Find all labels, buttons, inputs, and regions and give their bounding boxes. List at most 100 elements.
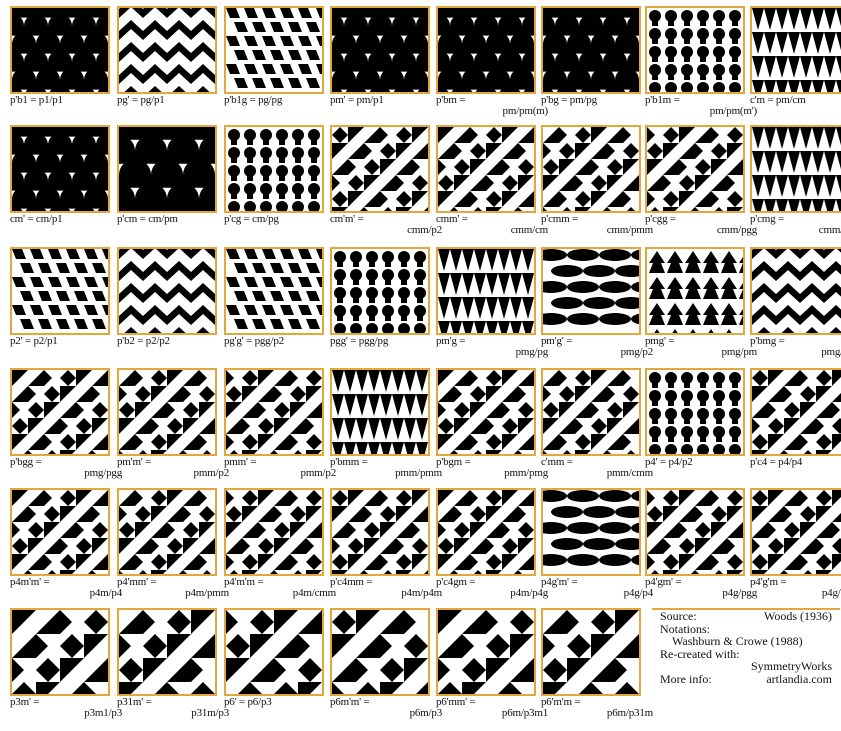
pattern-tile: [10, 368, 110, 456]
pattern-image: [752, 370, 841, 454]
pattern-label: pmm' =pmm/p2: [224, 457, 336, 485]
pattern-image: [438, 610, 534, 694]
pattern-label: cm' = cm/p1: [10, 214, 122, 242]
pattern-image: [119, 8, 215, 92]
more-info-value: artlandia.com: [766, 673, 832, 686]
pattern-tile: [330, 368, 430, 456]
pattern-label-line2: pm/pm(m): [436, 106, 548, 117]
pattern-image: [226, 490, 322, 574]
pattern-label: pm'g =pmg/pg: [436, 336, 548, 364]
pattern-cell: p'bg = pm/pg: [541, 6, 641, 122]
pattern-tile: [224, 368, 324, 456]
pattern-label: p'c4gm =p4m/p4g: [436, 577, 548, 605]
pattern-image: [438, 127, 534, 211]
pattern-label: p'c4 = p4/p4: [750, 457, 841, 485]
pattern-label: p'b1 = p1/p1: [10, 95, 122, 123]
pattern-label: p6'm'm =p6m/p31m: [541, 697, 653, 725]
pattern-image: [332, 249, 428, 333]
pattern-cell: p6'mm' =p6m/p3m1: [436, 608, 536, 724]
pattern-tile: [330, 6, 430, 94]
pattern-cell: p4'mm' =p4m/pmm: [117, 488, 217, 604]
pattern-image: [543, 610, 639, 694]
pattern-label-line1: pg'g' = pgg/p2: [224, 336, 336, 347]
pattern-image: [12, 8, 108, 92]
pattern-label: pm'm' =pmm/p2: [117, 457, 229, 485]
pattern-tile: [750, 247, 841, 335]
pattern-label: p'b1g = pg/pg: [224, 95, 336, 123]
pattern-tile: [10, 125, 110, 213]
pattern-cell: pm' = pm/p1: [330, 6, 430, 122]
pattern-label-line1: cm' = cm/p1: [10, 214, 122, 225]
pattern-label-line2: p3m1/p3: [10, 708, 122, 719]
pattern-cell: p'b1g = pg/pg: [224, 6, 324, 122]
notations-value: Washburn & Crowe (1988): [672, 635, 803, 648]
pattern-label: p'cg = cm/pg: [224, 214, 336, 242]
pattern-tile: [541, 247, 641, 335]
pattern-label-line2: p6m/p31m: [541, 708, 653, 719]
pattern-tile: [645, 247, 745, 335]
pattern-tile: [224, 488, 324, 576]
pattern-cell: p'cm = cm/pm: [117, 125, 217, 241]
pattern-label-line2: p31m/p3: [117, 708, 229, 719]
pattern-label-line1: c'm = pm/cm: [750, 95, 841, 106]
pattern-tile: [224, 125, 324, 213]
pattern-tile: [645, 368, 745, 456]
recreated-value: SymmetryWorks: [751, 660, 832, 673]
pattern-label: cmm' =cmm/cm: [436, 214, 548, 242]
pattern-image: [647, 370, 743, 454]
pattern-cell: p'bgg =pmg/pgg: [10, 368, 110, 484]
pattern-image: [438, 249, 534, 333]
pattern-label: p'cm = cm/pm: [117, 214, 229, 242]
pattern-label-line1: p6' = p6/p3: [224, 697, 336, 708]
pattern-image: [119, 370, 215, 454]
pattern-label: p'cgg =cmm/pgg: [645, 214, 757, 242]
pattern-tile: [541, 488, 641, 576]
pattern-tile: [436, 488, 536, 576]
pattern-label: pmg' =pmg/pm: [645, 336, 757, 364]
pattern-tile: [330, 608, 430, 696]
pattern-cell: p'bgm =pmm/pmg: [436, 368, 536, 484]
pattern-label-line1: pg' = pg/p1: [117, 95, 229, 106]
pattern-tile: [224, 608, 324, 696]
pattern-cell: p31m' =p31m/p3: [117, 608, 217, 724]
pattern-image: [12, 370, 108, 454]
pattern-cell: p'b1 = p1/p1: [10, 6, 110, 122]
pattern-label-line2: p4g/pgg: [645, 588, 757, 599]
pattern-label-line2: pmm/cmm: [541, 468, 653, 479]
pattern-image: [647, 8, 743, 92]
pattern-cell: p4'm'm =p4m/cmm: [224, 488, 324, 604]
pattern-image: [332, 490, 428, 574]
pattern-image: [543, 127, 639, 211]
pattern-label-line2: p4m/cmm: [224, 588, 336, 599]
pattern-image: [752, 8, 841, 92]
pattern-image: [543, 8, 639, 92]
pattern-label-line2: cmm/cm: [436, 225, 548, 236]
credits-box: Source:Woods (1936) Notations: Washburn …: [652, 608, 840, 730]
pattern-label: p4m'm' =p4m/p4: [10, 577, 122, 605]
pattern-label: p3m' =p3m1/p3: [10, 697, 122, 725]
pattern-label-line2: cmm/p2: [330, 225, 442, 236]
pattern-image: [226, 370, 322, 454]
pattern-label: pm' = pm/p1: [330, 95, 442, 123]
pattern-cell: p4m'm' =p4m/p4: [10, 488, 110, 604]
pattern-cell: pg' = pg/p1: [117, 6, 217, 122]
pattern-cell: p'c4 = p4/p4: [750, 368, 841, 484]
pattern-label-line1: p'b1g = pg/pg: [224, 95, 336, 106]
pattern-image: [543, 249, 639, 333]
pattern-label-line2: pmm/p2: [224, 468, 336, 479]
pattern-tile: [224, 247, 324, 335]
pattern-tile: [117, 368, 217, 456]
pattern-label-line2: p4g/p4: [541, 588, 653, 599]
pattern-tile: [117, 247, 217, 335]
pattern-cell: p4' = p4/p2: [645, 368, 745, 484]
pattern-image: [438, 8, 534, 92]
pattern-image: [543, 370, 639, 454]
pattern-image: [543, 490, 639, 574]
pattern-image: [12, 610, 108, 694]
pattern-image: [438, 490, 534, 574]
pattern-label: pg' = pg/p1: [117, 95, 229, 123]
pattern-label-line2: cmm/pmg: [750, 225, 841, 236]
pattern-cell: c'mm =pmm/cmm: [541, 368, 641, 484]
pattern-image: [647, 249, 743, 333]
more-info-label: More info:: [660, 673, 712, 686]
